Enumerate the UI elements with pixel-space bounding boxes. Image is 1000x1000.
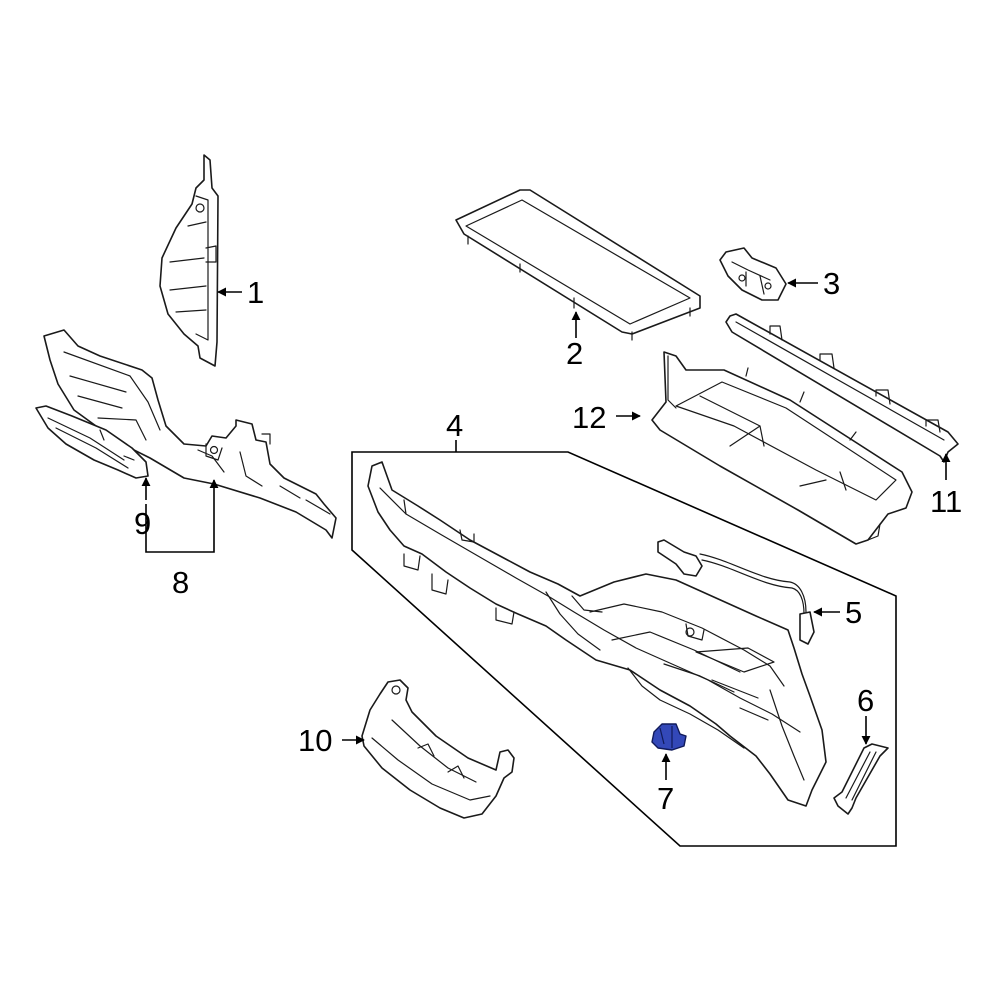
callout-labels: 1 2 3 4 5 6 7 8 9 10 11 12	[134, 266, 962, 816]
callout-2[interactable]: 2	[566, 336, 583, 371]
callout-9[interactable]: 9	[134, 506, 151, 541]
callout-3[interactable]: 3	[823, 266, 840, 301]
part-6-clip[interactable]	[833, 743, 889, 815]
part-1-side-bracket[interactable]	[159, 154, 219, 367]
leader-8	[145, 479, 219, 553]
part-5-wire-harness[interactable]	[657, 539, 815, 645]
part-4-panel-carrier[interactable]	[367, 461, 827, 807]
part-2-top-cover[interactable]	[455, 189, 701, 341]
part-9-trim-piece[interactable]	[35, 405, 149, 479]
leader-lines	[141, 278, 951, 780]
part-10-lower-bracket[interactable]	[361, 679, 515, 819]
callout-4[interactable]: 4	[446, 408, 463, 443]
callout-12[interactable]: 12	[572, 400, 606, 435]
callout-5[interactable]: 5	[845, 595, 862, 630]
callout-8[interactable]: 8	[172, 565, 189, 600]
callout-11[interactable]: 11	[930, 484, 962, 519]
part-12-glove-box-bin[interactable]	[651, 351, 913, 545]
assembly-frame	[351, 451, 897, 847]
part-3-bracket[interactable]	[719, 247, 787, 301]
part-7-highlighted-clip[interactable]	[651, 723, 687, 751]
part-8-lower-dash-trim[interactable]	[43, 329, 337, 539]
callout-10[interactable]: 10	[298, 723, 332, 758]
callout-1[interactable]: 1	[247, 275, 264, 310]
callout-7[interactable]: 7	[657, 781, 674, 816]
callout-6[interactable]: 6	[857, 683, 874, 718]
